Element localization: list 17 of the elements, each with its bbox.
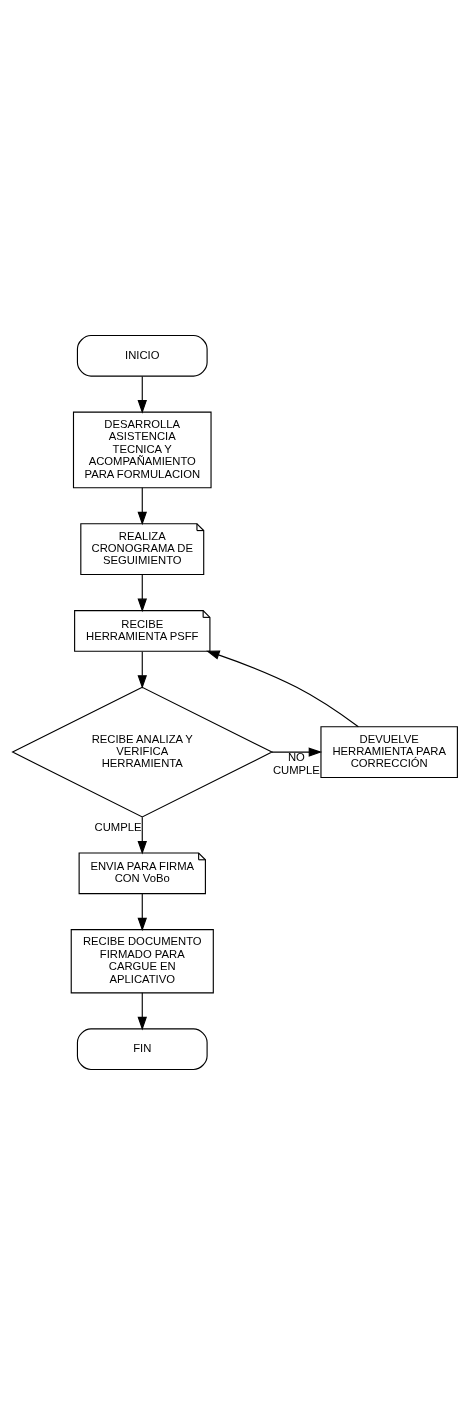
arrow — [206, 650, 359, 728]
node-box: DEVUELVE HERRAMIENTA PARA CORRECCIÓN — [320, 726, 458, 779]
arrow — [271, 747, 323, 757]
arrow — [137, 375, 147, 414]
arrow — [137, 893, 147, 932]
node-box: INICIO — [76, 334, 208, 377]
arrow — [137, 816, 147, 855]
arrow — [137, 651, 147, 689]
arrow — [137, 992, 147, 1031]
edge-label: CUMPLE — [94, 821, 142, 834]
node-box: FIN — [76, 1028, 208, 1071]
node-diamond: RECIBE ANALIZA Y VERIFICA HERRAMIENTA — [11, 686, 274, 818]
arrow — [137, 574, 147, 613]
arrow — [137, 487, 147, 526]
node-box: RECIBE DOCUMENTO FIRMADO PARA CARGUE EN APLICATIVO — [70, 929, 214, 994]
edge-label: NO CUMPLE — [272, 751, 320, 776]
node-box: DESARROLLA ASISTENCIA TECNICA Y ACOMPAÑAMIENTO PARA FORMULACION — [72, 411, 212, 489]
